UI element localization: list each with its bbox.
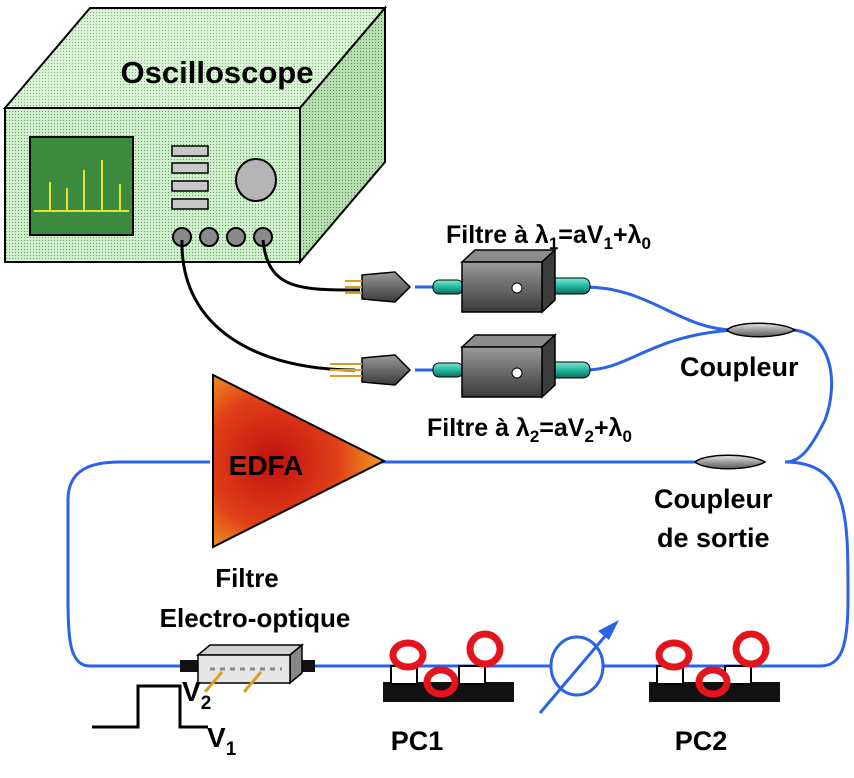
v2-label: V2	[182, 676, 211, 714]
output-coupler	[693, 454, 767, 470]
pc2-label: PC2	[675, 726, 728, 756]
polarization-controller-2	[649, 630, 780, 702]
pc1-label: PC1	[391, 726, 444, 756]
v1-label: V1	[207, 722, 237, 760]
edfa-amplifier: EDFA	[212, 373, 387, 549]
scope-screen	[29, 136, 134, 236]
voltage-signal	[92, 684, 208, 729]
eo-filter-line1: Filtre	[215, 563, 279, 593]
output-coupler-line2: de sortie	[657, 523, 770, 553]
oscilloscope: Oscilloscope	[2, 5, 388, 265]
edfa-label: EDFA	[229, 450, 304, 481]
eo-filter-line2: Electro-optique	[160, 603, 351, 633]
electro-optic-filter	[180, 643, 315, 693]
oscilloscope-title: Oscilloscope	[121, 55, 314, 90]
scope-knob[interactable]	[235, 158, 277, 202]
scope-buttons[interactable]	[171, 145, 209, 210]
coupler-label: Coupleur	[680, 352, 799, 382]
polarization-controller-1	[383, 630, 514, 702]
tunable-filter-bottom	[330, 333, 591, 399]
coupler	[725, 322, 797, 338]
tunable-filter-top	[345, 248, 591, 314]
variable-attenuator	[538, 620, 619, 714]
filter-bottom-label: Filtre à λ2=aV2+λ0	[427, 414, 632, 446]
filter-top-label: Filtre à λ1=aV1+λ0	[446, 221, 651, 253]
output-coupler-line1: Coupleur	[654, 484, 773, 514]
signal-cables	[180, 239, 361, 372]
